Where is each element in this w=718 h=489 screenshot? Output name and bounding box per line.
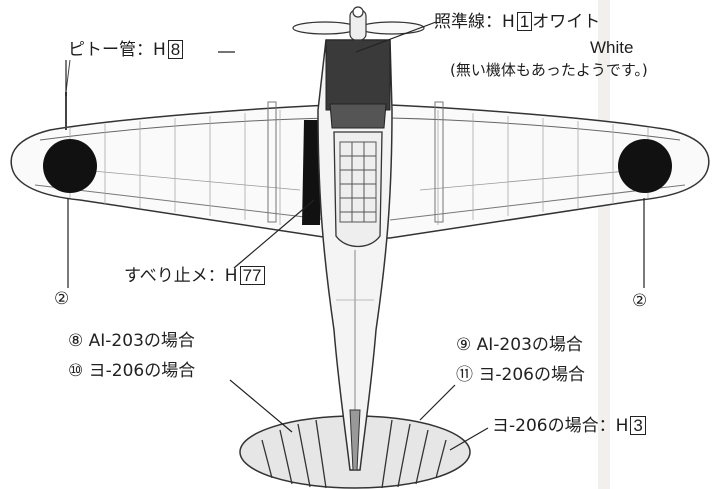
marker-right-wing: ② [632, 291, 648, 311]
marker-8-num: ⑧ [68, 331, 84, 351]
roundel-right [618, 139, 672, 193]
marker-8: ⑧ AI-203の場合 [68, 330, 195, 352]
label-pitot-code: 8 [167, 40, 184, 59]
label-note: (無い機体もあったようです。) [450, 61, 648, 79]
label-white: White [590, 38, 634, 57]
marker-10-num: ⑩ [68, 361, 84, 381]
pitot-tube [65, 59, 71, 130]
label-pitot-text: ピトー管：H [68, 40, 166, 60]
label-antislip-code: 77 [239, 266, 265, 285]
label-tail-code: 3 [630, 416, 646, 435]
fuselage [317, 39, 393, 471]
roundel-left [43, 139, 97, 193]
marker-11-text: ヨ-206の場合 [478, 365, 585, 385]
marker-9-text: AI-203の場合 [476, 335, 583, 355]
marker-10: ⑩ ヨ-206の場合 [68, 360, 195, 382]
label-tail-text: ヨ-206の場合：H [492, 416, 629, 436]
label-sight-suffix: オワイト [532, 12, 601, 32]
antislip-strip [302, 120, 322, 225]
label-sight-text: 照準線：H [434, 12, 515, 32]
leader-lines [65, 21, 645, 451]
marker-11: ⑪ ヨ-206の場合 [456, 364, 585, 386]
marker-9: ⑨ AI-203の場合 [456, 334, 583, 356]
label-antislip-text: すべり止メ：H [124, 266, 238, 286]
label-sight-code: 1 [516, 12, 533, 31]
propeller [292, 6, 425, 41]
marker-10-text: ヨ-206の場合 [88, 361, 196, 381]
marker-left-wing: ② [54, 289, 70, 309]
marker-8-text: AI-203の場合 [88, 331, 195, 351]
marker-11-num: ⑪ [456, 365, 473, 385]
marker-9-num: ⑨ [456, 335, 472, 355]
